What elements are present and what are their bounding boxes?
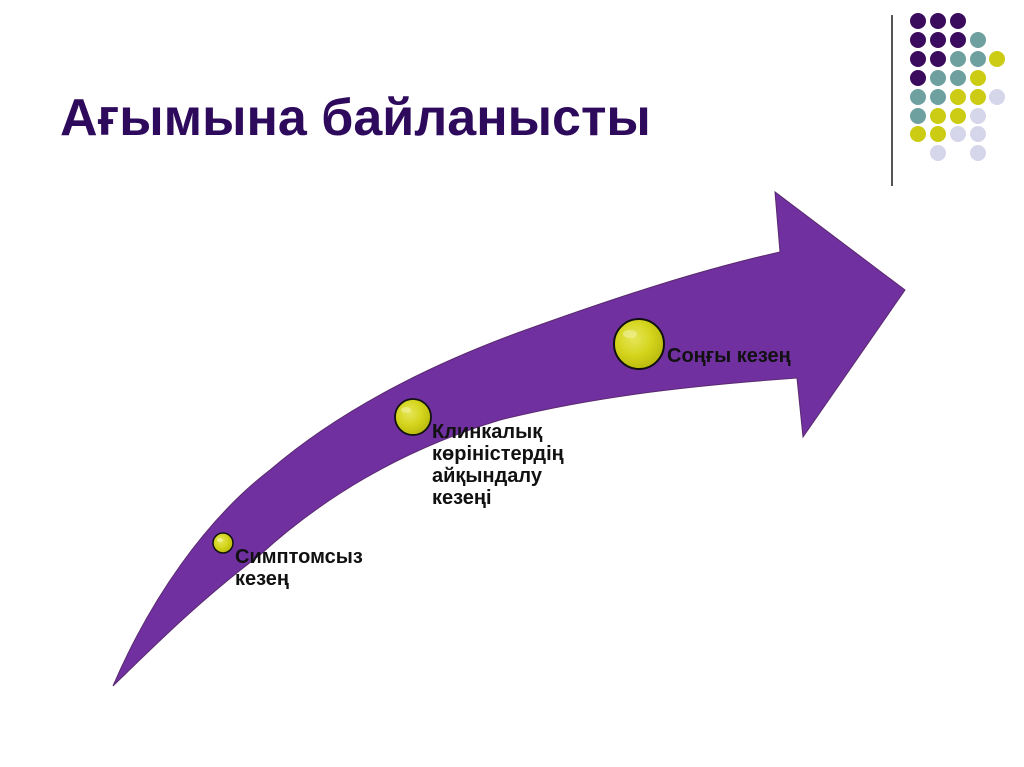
decorative-dot-icon xyxy=(910,70,926,86)
label-line: Соңғы кезең xyxy=(667,345,791,367)
label-line: көріністердің xyxy=(432,443,564,465)
slide-title: Ағымына байланысты xyxy=(60,89,651,147)
decorative-dot-icon xyxy=(930,89,946,105)
decorative-dot-icon xyxy=(910,13,926,29)
decorative-dot-icon xyxy=(930,13,946,29)
label-line: Симптомсыз xyxy=(235,546,363,568)
decorative-dot-icon xyxy=(910,89,926,105)
stage-label-clinical: Клинкалық көріністердің айқындалу кезеңі xyxy=(432,421,564,509)
decorative-dot-icon xyxy=(910,108,926,124)
decorative-dot-icon xyxy=(950,126,966,142)
decorative-dot-icon xyxy=(930,70,946,86)
decorative-dot-icon xyxy=(930,51,946,67)
curved-arrow-icon xyxy=(112,190,906,687)
decorative-dot-icon xyxy=(930,145,946,161)
decorative-dot-icon xyxy=(950,32,966,48)
decorative-dot-icon xyxy=(950,89,966,105)
stage-label-final: Соңғы кезең xyxy=(667,345,791,367)
label-line: кезең xyxy=(235,568,290,590)
decorative-dot-icon xyxy=(910,126,926,142)
decorative-dot-icon xyxy=(989,51,1005,67)
stage-marker-2 xyxy=(394,398,432,436)
decorative-dot-icon xyxy=(910,51,926,67)
decorative-dot-icon xyxy=(930,108,946,124)
decorative-dot-icon xyxy=(989,89,1005,105)
stage-marker-1 xyxy=(212,532,234,554)
decorative-dot-icon xyxy=(950,108,966,124)
decorative-dot-icon xyxy=(950,51,966,67)
decorative-dot-icon xyxy=(950,13,966,29)
decorative-dot-icon xyxy=(970,126,986,142)
decorative-dot-icon xyxy=(970,32,986,48)
decorative-dot-icon xyxy=(910,32,926,48)
decorative-dot-icon xyxy=(950,70,966,86)
decorative-dot-icon xyxy=(970,145,986,161)
label-line: айқындалу xyxy=(432,465,542,487)
decorative-dot-icon xyxy=(930,126,946,142)
decorative-dot-icon xyxy=(970,70,986,86)
stage-marker-3 xyxy=(613,318,665,370)
decorative-vertical-line xyxy=(891,15,893,186)
decorative-dot-icon xyxy=(970,108,986,124)
decorative-dot-icon xyxy=(930,32,946,48)
label-line: Клинкалық xyxy=(432,421,543,443)
decorative-dot-icon xyxy=(970,51,986,67)
label-line: кезеңі xyxy=(432,487,492,509)
decorative-dot-icon xyxy=(970,89,986,105)
stage-label-asymptomatic: Симптомсыз кезең xyxy=(235,546,363,590)
